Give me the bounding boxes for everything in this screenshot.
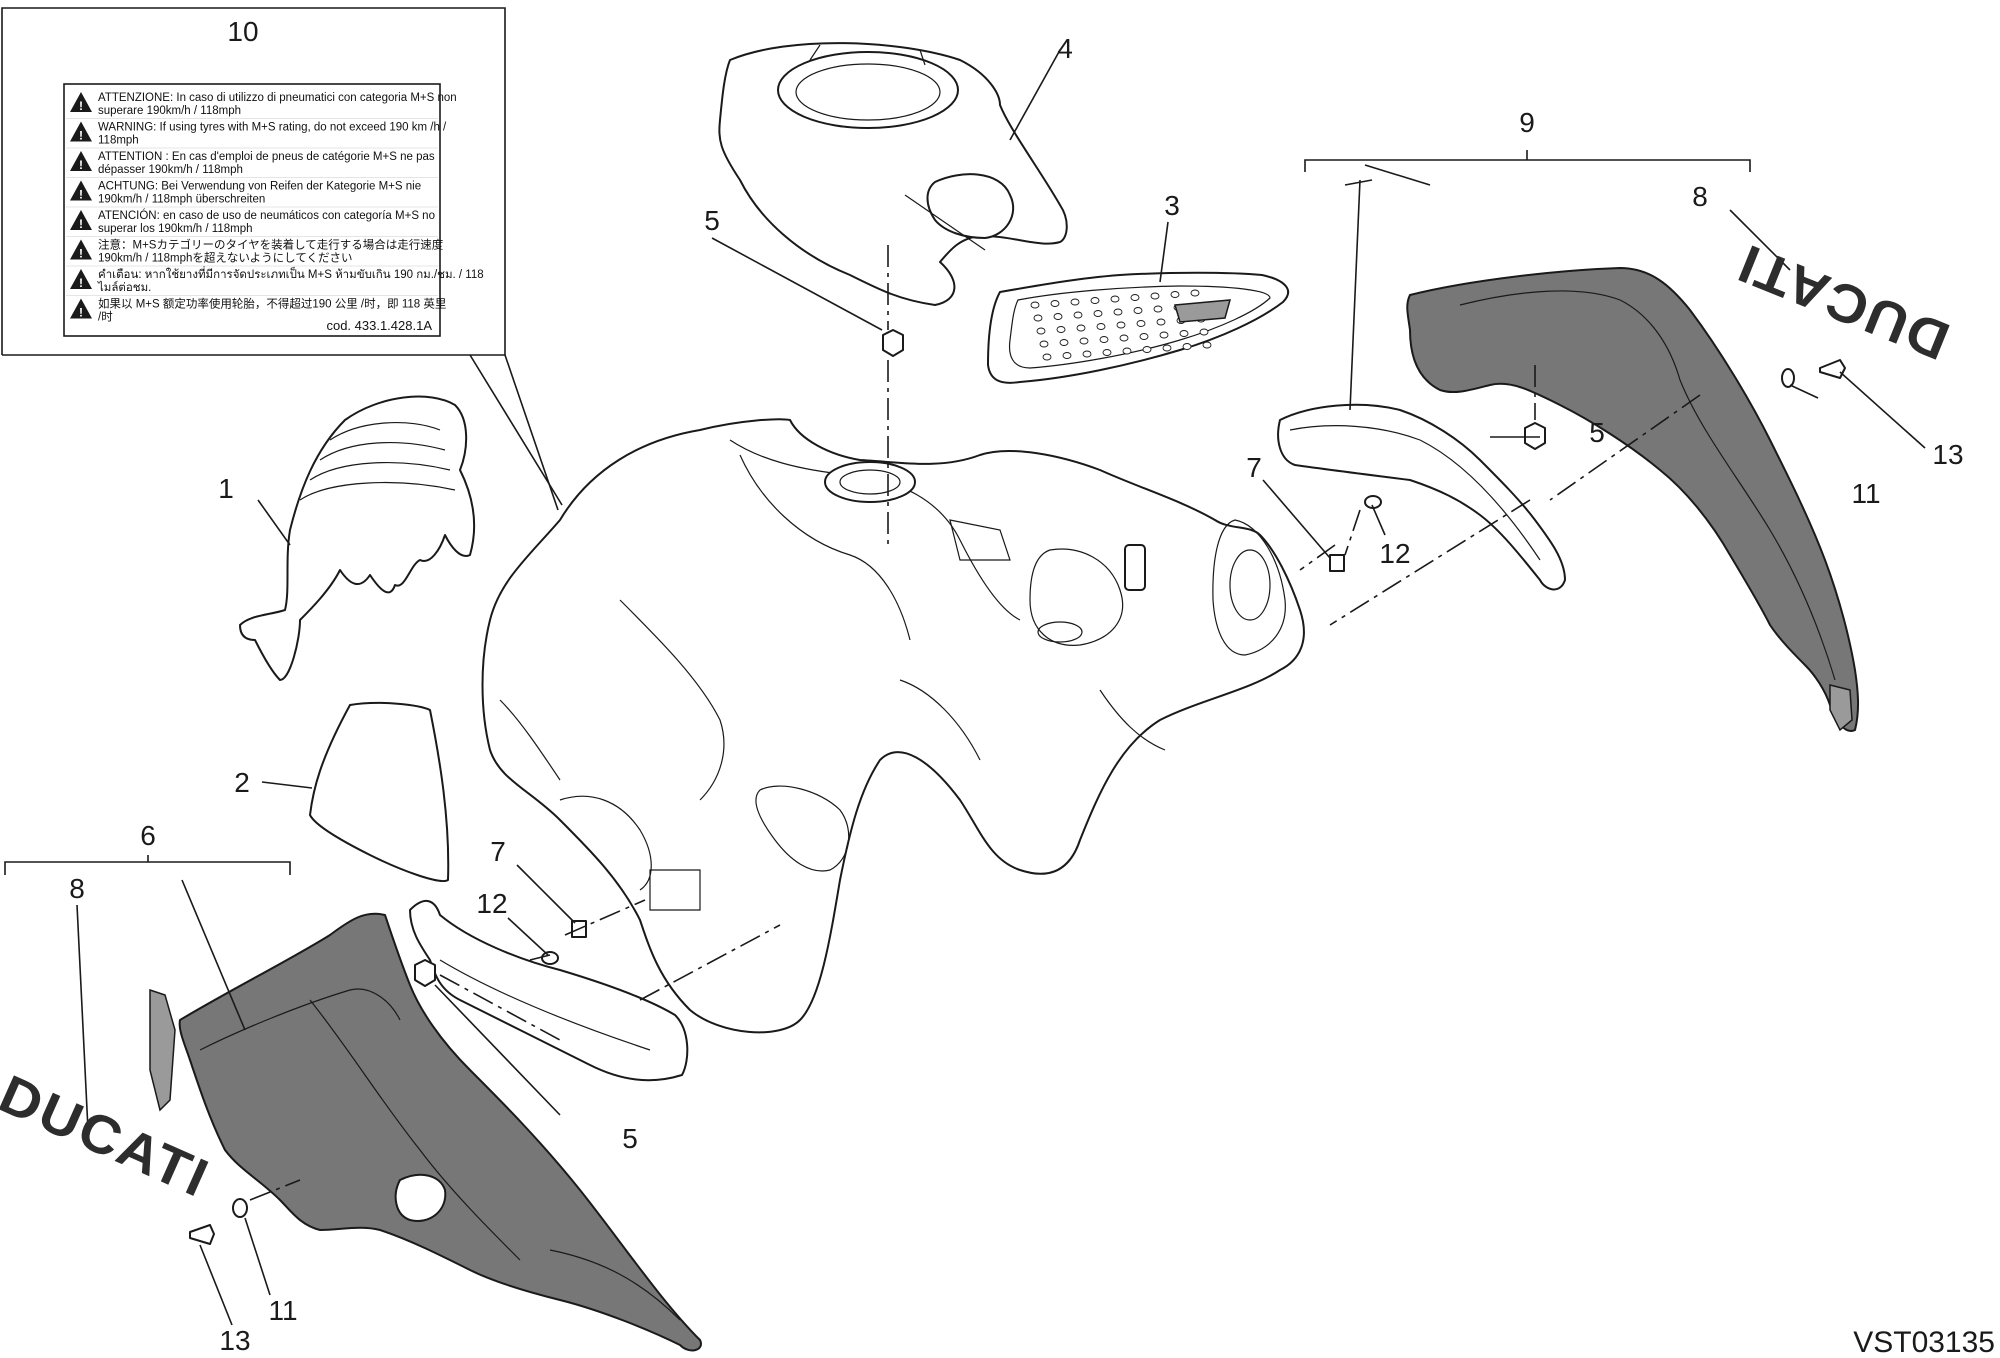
warning-triangle-icon (70, 210, 92, 230)
warning-line: ATTENTION : En cas d'emploi de pneus de … (98, 151, 435, 163)
warning-line: คำเตือน: หากใช้ยางที่มีการจัดประเภทเป็น … (98, 266, 484, 281)
fasteners (189, 329, 1846, 1245)
warning-label-code: cod. 433.1.428.1A (326, 318, 432, 333)
left-side-panel-part-6 (149, 912, 702, 1352)
callout-12-right: 12 (1379, 538, 1410, 569)
callout-2: 2 (234, 767, 250, 798)
clip-5-right (1524, 422, 1546, 450)
callout-3: 3 (1164, 190, 1180, 221)
warning-line: superare 190km/h / 118mph (98, 105, 241, 117)
leader-lines (76, 164, 1926, 1326)
tank-cover-part-4 (718, 42, 1068, 306)
callout-9: 9 (1519, 107, 1535, 138)
warning-line: superar los 190km/h / 118mph (98, 223, 252, 235)
clip-5-lower (414, 959, 436, 987)
svg-text:!: ! (79, 158, 83, 172)
callout-11-right: 11 (1851, 478, 1880, 509)
svg-text:!: ! (79, 217, 83, 231)
warning-triangle-icon (70, 92, 92, 112)
ducati-logo-right: DUCATI (1729, 232, 1958, 371)
warning-line: 注意：M+Sカテゴリーのタイヤを装着して走行する場合は走行速度 (98, 238, 444, 252)
warning-triangle-icon (70, 298, 92, 319)
washer-12-left (541, 951, 559, 965)
warning-line: ไมล์ต่อชม. (97, 280, 151, 294)
callout-5-lower: 5 (622, 1123, 638, 1154)
warning-line: dépasser 190km/h / 118mph (98, 164, 243, 176)
lower-strip-part (409, 900, 689, 1082)
callout-13-right: 13 (1932, 439, 1963, 470)
warning-line: 如果以 M+S 额定功率使用轮胎，不得超过190 公里 /时，即 118 英里 (98, 297, 446, 311)
warning-line: WARNING: If using tyres with M+S rating,… (98, 122, 447, 134)
callout-5-right: 5 (1589, 417, 1605, 448)
clip-7-right (1329, 554, 1345, 572)
fuel-tank-assembly (481, 418, 1305, 1034)
warning-triangle-icon (70, 239, 92, 260)
callout-7-left: 7 (490, 836, 506, 867)
side-panel-part-1 (239, 395, 476, 681)
group-brackets (4, 150, 1751, 875)
callout-8-right: 8 (1692, 181, 1708, 212)
warning-triangle-icon (70, 180, 92, 201)
warning-triangle-icon (70, 151, 92, 171)
callout-12-left: 12 (476, 888, 507, 919)
washer-11-left (232, 1198, 248, 1218)
screw-13-left (189, 1224, 215, 1245)
warning-line: 190km/h / 118mphを超えないようにしてください (98, 251, 352, 265)
tank-pad-dots (1030, 289, 1212, 361)
callout-11-left: 11 (268, 1295, 297, 1326)
callout-labels: 10 4 5 3 9 8 5 13 11 7 12 1 2 6 8 7 12 5… (69, 16, 1963, 1356)
washer-11-right (1781, 368, 1795, 388)
callout-1: 1 (218, 473, 234, 504)
callout-10: 10 (227, 16, 258, 47)
svg-text:!: ! (79, 129, 83, 143)
callout-7-right: 7 (1246, 452, 1262, 483)
warning-line: 118mph (98, 135, 139, 147)
drawing-reference-code: VST03135 (1853, 1326, 1995, 1358)
callout-5-top: 5 (704, 205, 720, 236)
warning-triangle-icon (70, 269, 92, 289)
svg-text:DUCATI: DUCATI (0, 1063, 218, 1209)
tank-pad-part-3 (987, 271, 1290, 384)
right-side-cover-part-9 (1277, 403, 1566, 591)
triangle-panel-part-2 (309, 701, 450, 882)
callout-13-left: 13 (219, 1325, 250, 1356)
clip-5-top (882, 329, 904, 357)
warning-line: 190km/h / 118mph überschreiten (98, 194, 265, 206)
svg-text:!: ! (79, 188, 83, 202)
callout-8-left: 8 (69, 873, 85, 904)
warning-triangle-icon (70, 121, 92, 142)
warning-label-inset: ! ATTENZIONE: In caso di utilizzo di pneu… (1, 7, 563, 511)
callout-4: 4 (1057, 33, 1073, 64)
warning-line: /时 (98, 311, 113, 324)
right-large-panel-part-8 (1406, 267, 1859, 732)
svg-text:!: ! (79, 99, 83, 113)
callout-6: 6 (140, 820, 156, 851)
warning-label: ! ATTENZIONE: In caso di utilizzo di pneu… (63, 83, 484, 337)
svg-text:!: ! (79, 276, 83, 290)
svg-text:!: ! (79, 247, 83, 261)
alignment-lines (249, 245, 1701, 1201)
screw-13-right (1819, 359, 1846, 379)
warning-rows: ! ATTENZIONE: In caso di utilizzo di pneu… (66, 92, 484, 324)
warning-line: ATENCIÓN: en caso de uso de neumáticos c… (98, 209, 435, 222)
warning-line: ATTENZIONE: In caso di utilizzo di pneum… (98, 92, 457, 104)
warning-line: ACHTUNG: Bei Verwendung von Reifen der K… (98, 181, 421, 193)
ducati-logo-left: DUCATI (0, 1063, 218, 1209)
svg-text:DUCATI: DUCATI (1729, 232, 1958, 371)
svg-text:!: ! (79, 306, 83, 320)
